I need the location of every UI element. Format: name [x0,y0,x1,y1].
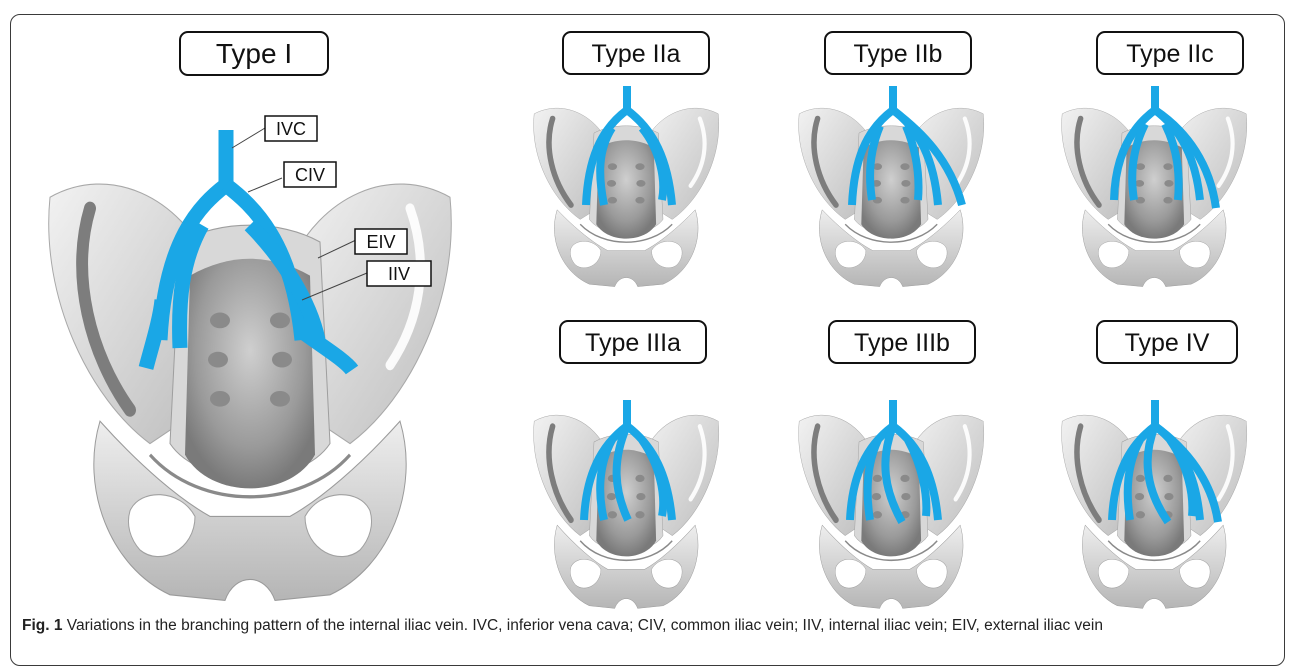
panel-title: Type IIIb [854,329,950,357]
panel-type-1: Type I IVC CIV EIV [49,32,452,600]
panel-type-3a: Type IIIa [534,321,719,608]
label-eiv: EIV [355,229,407,254]
pelvis-illustration [1062,108,1247,286]
panel-title: Type IIIa [585,329,681,357]
label-ivc: IVC [265,116,317,141]
panel-title: Type IIc [1126,40,1214,68]
svg-text:IIV: IIV [388,264,410,284]
panel-type-4: Type IV [1062,321,1247,608]
label-civ: CIV [284,162,336,187]
panel-type-2b: Type IIb [799,32,984,287]
label-iiv: IIV [367,261,431,286]
pelvis-illustration [534,108,719,286]
caption-text: Variations in the branching pattern of t… [62,617,1102,634]
panel-type-2a: Type IIa [534,32,719,287]
svg-text:CIV: CIV [295,165,325,185]
panel-title: Type I [216,38,292,69]
svg-text:EIV: EIV [366,232,395,252]
panel-title: Type IIb [854,40,943,68]
panel-type-3b: Type IIIb [799,321,984,608]
panel-type-2c: Type IIc [1062,32,1247,287]
figure-caption: Fig. 1 Variations in the branching patte… [22,615,1262,637]
panel-title: Type IIa [592,40,681,68]
svg-text:IVC: IVC [276,119,306,139]
panel-title: Type IV [1125,329,1210,357]
caption-lead: Fig. 1 [22,617,62,634]
